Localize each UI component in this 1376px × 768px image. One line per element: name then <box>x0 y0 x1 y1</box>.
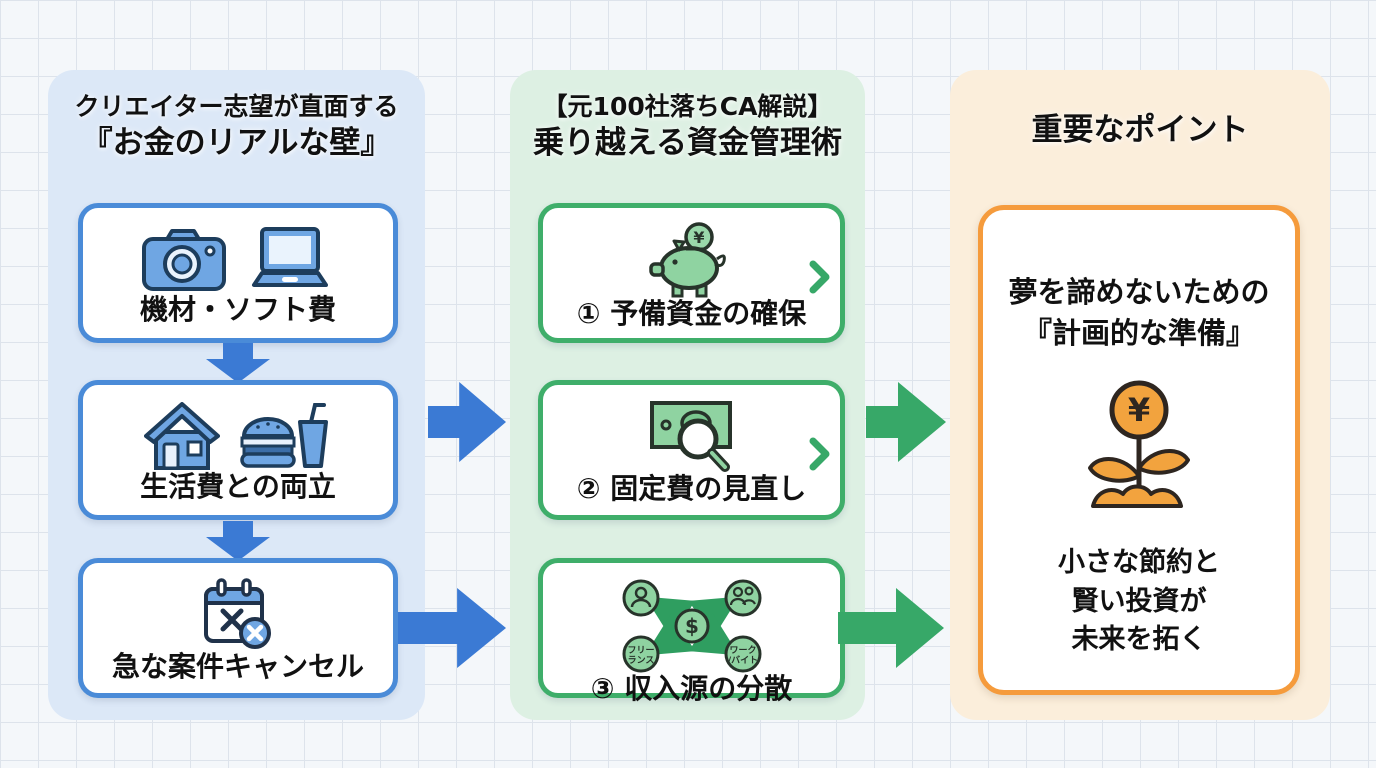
freelance-label-line1: フリー <box>627 645 654 656</box>
key-point-title-text: 重要なポイント <box>1031 112 1249 148</box>
income-diversify-icons: $ フリー ランス ワーク /バイト <box>612 577 772 675</box>
fixed-cost-icons <box>646 399 738 475</box>
calendar-cancel-icon <box>204 578 271 649</box>
equipment-cost-label: 機材・ソフト費 <box>139 293 336 326</box>
income-network-icon: $ フリー ランス ワーク /バイト <box>622 579 761 673</box>
key-point-body: 小さな節約と 賢い投資が 未来を拓く <box>1058 544 1220 659</box>
solutions-title: 【元100社落ちCA解説】 乗り越える資金管理術 <box>510 90 865 164</box>
arrow-right-icon <box>428 382 506 462</box>
work-label-line2: /バイト <box>727 655 757 666</box>
living-cost-icons <box>144 399 332 473</box>
work-label-line1: ワーク <box>729 645 756 656</box>
problems-title: クリエイター志望が直面する 『お金のリアルな壁』 <box>48 90 425 164</box>
freelance-label-line2: ランス <box>627 655 654 666</box>
plant-coin-symbol: ¥ <box>1128 391 1150 429</box>
banknote-magnifier-icon <box>649 401 732 472</box>
solutions-panel: 【元100社落ちCA解説】 乗り越える資金管理術 ¥ ① 予備資金の確保 <box>510 70 865 720</box>
burger-drink-icon <box>240 403 328 468</box>
key-point-box: 夢を諦めないための 『計画的な準備』 ¥ 小さな節約と 賢い投資が 未来を拓く <box>978 205 1300 695</box>
problems-title-line2: 『お金のリアルな壁』 <box>81 125 392 161</box>
income-diversify-box: $ フリー ランス ワーク /バイト ③ 収入源の分散 <box>538 558 845 703</box>
key-point-heading-line2: 『計画的な準備』 <box>1022 316 1255 351</box>
key-point-heading: 夢を諦めないための 『計画的な準備』 <box>1008 272 1269 354</box>
arrow-right-icon <box>398 588 506 668</box>
money-plant-icon: ¥ <box>1088 380 1190 509</box>
income-diversify-label: ③ 収入源の分散 <box>590 672 793 705</box>
laptop-icon <box>252 227 328 287</box>
reserve-fund-label: ① 予備資金の確保 <box>576 297 807 330</box>
house-icon <box>144 402 220 470</box>
key-point-title: 重要なポイント <box>950 110 1330 151</box>
living-cost-box: 生活費との両立 <box>78 380 398 520</box>
equipment-cost-icons <box>142 222 334 296</box>
work-circle <box>724 635 761 673</box>
people-icon <box>724 579 761 617</box>
key-point-panel: 重要なポイント 夢を諦めないための 『計画的な準備』 ¥ 小さな節約と 賢い投 <box>950 70 1330 720</box>
solutions-title-line1: 【元100社落ちCA解説】 <box>542 92 833 121</box>
equipment-cost-box: 機材・ソフト費 <box>78 203 398 343</box>
cancellation-box: 急な案件キャンセル <box>78 558 398 698</box>
reserve-fund-box: ¥ ① 予備資金の確保 <box>538 203 845 343</box>
key-point-body-line3: 未来を拓く <box>1071 624 1207 655</box>
fixed-cost-label: ② 固定費の見直し <box>576 472 807 505</box>
freelance-circle <box>622 635 659 673</box>
piggy-coin-symbol: ¥ <box>693 228 704 247</box>
chevron-right-icon <box>809 260 831 294</box>
key-point-body-line2: 賢い投資が <box>1071 585 1207 617</box>
money-plant-wrap: ¥ <box>1077 380 1201 520</box>
solutions-title-line2: 乗り越える資金管理術 <box>532 125 843 161</box>
problems-panel: クリエイター志望が直面する 『お金のリアルな壁』 機材・ <box>48 70 425 720</box>
key-point-heading-line1: 夢を諦めないための <box>1008 275 1270 309</box>
living-cost-label: 生活費との両立 <box>140 470 336 503</box>
fixed-cost-box: ② 固定費の見直し <box>538 380 845 520</box>
arrow-down-icon <box>206 521 270 561</box>
chevron-right-icon <box>809 437 831 471</box>
cancellation-icons <box>201 577 275 653</box>
arrow-down-icon <box>206 343 270 383</box>
reserve-fund-icons: ¥ <box>648 222 735 300</box>
problems-title-line1: クリエイター志望が直面する <box>74 92 399 121</box>
arrow-right-icon <box>866 382 946 462</box>
arrow-right-icon <box>838 588 944 668</box>
network-center-symbol: $ <box>685 614 699 638</box>
piggy-bank-icon: ¥ <box>648 222 726 298</box>
camera-icon <box>142 229 226 291</box>
key-point-body-line1: 小さな節約と <box>1058 547 1220 579</box>
cancellation-label: 急な案件キャンセル <box>111 650 364 683</box>
